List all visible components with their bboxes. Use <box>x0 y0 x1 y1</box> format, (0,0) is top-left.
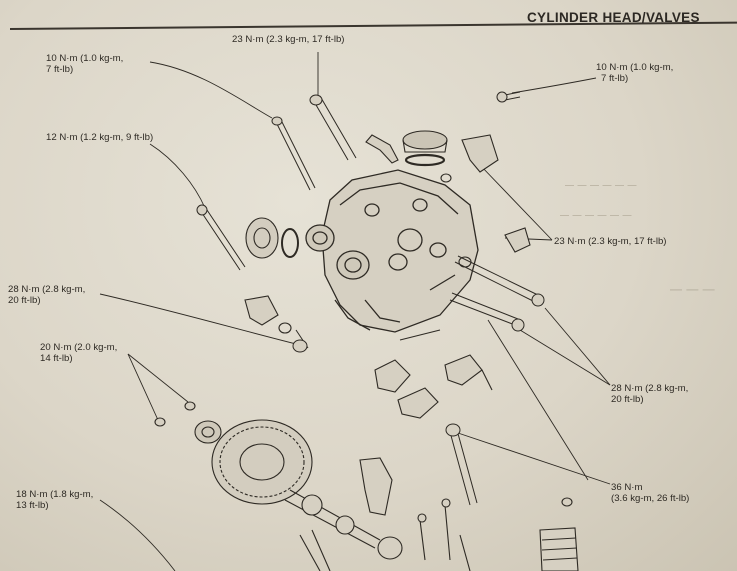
small-parts <box>154 401 579 571</box>
torque-callout-12nm: 12 N·m (1.2 kg-m, 9 ft-lb) <box>46 132 154 143</box>
torque-callout-10nm-right: 10 N·m (1.0 kg-m, 7 ft-lb) <box>596 62 674 84</box>
oil-seal-cap <box>245 217 299 259</box>
leader-lines <box>99 52 611 571</box>
torque-callout-18nm: 18 N·m (1.8 kg-m, 13 ft-lb) <box>16 489 94 511</box>
bleed-text: — — — — — — <box>560 210 633 220</box>
cam-sprocket <box>194 419 313 505</box>
bolts <box>196 91 545 506</box>
torque-callout-23nm-top: 23 N·m (2.3 kg-m, 17 ft-lb) <box>232 34 345 45</box>
camshaft <box>284 489 403 560</box>
torque-callout-28nm-right: 28 N·m (2.8 kg-m, 20 ft-lb) <box>611 383 689 405</box>
valve-cover <box>402 130 448 167</box>
washers <box>278 173 472 334</box>
cylinder-head <box>305 169 479 333</box>
torque-callout-20nm: 20 N·m (2.0 kg-m, 14 ft-lb) <box>40 342 118 364</box>
torque-callout-28nm-left: 28 N·m (2.8 kg-m, 20 ft-lb) <box>8 284 86 306</box>
rocker-arms <box>244 134 531 419</box>
page-header-title: CYLINDER HEAD/VALVES <box>527 10 700 25</box>
torque-callout-23nm-right: 23 N·m (2.3 kg-m, 17 ft-lb) <box>554 236 667 247</box>
torque-callout-10nm-left: 10 N·m (1.0 kg-m, 7 ft-lb) <box>46 53 124 75</box>
bleed-text: — — — — — — <box>565 180 638 190</box>
torque-callout-36nm: 36 N·m (3.6 kg-m, 26 ft-lb) <box>611 482 690 504</box>
bleed-text: — — — <box>670 282 716 296</box>
